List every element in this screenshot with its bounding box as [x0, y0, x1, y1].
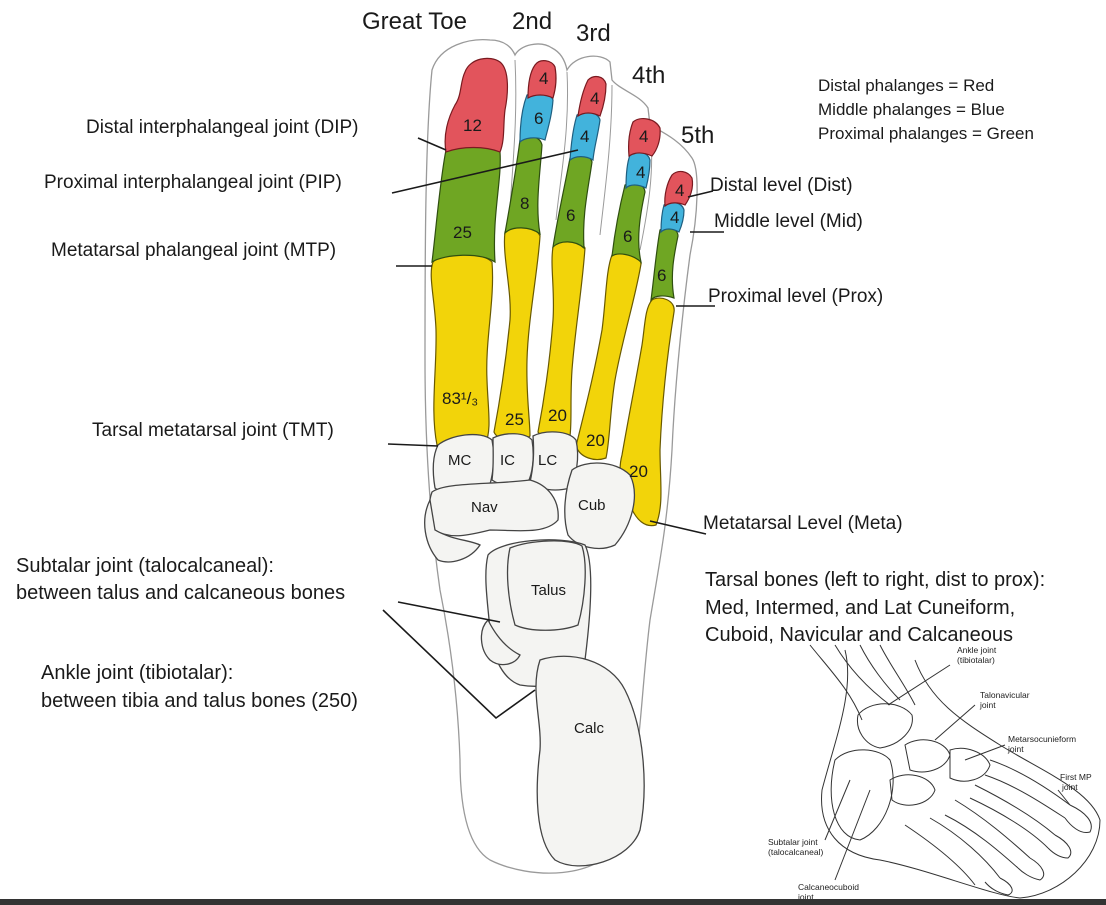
inset-toe-1: [1065, 805, 1091, 833]
tarsal-note-2: Med, Intermed, and Lat Cuneiform,: [705, 595, 1015, 621]
middle-phalanges: [520, 92, 684, 232]
inset-meta-2b: [970, 798, 1048, 848]
inset-meta-3b: [945, 815, 1018, 868]
label-dist-level: Distal level (Dist): [710, 175, 853, 197]
legend-distal: Distal phalanges = Red: [818, 74, 1034, 98]
label-mtp: Metatarsal phalangeal joint (MTP): [51, 240, 336, 262]
value-great-proximal: 25: [453, 223, 472, 242]
value-fourth-meta: 20: [586, 431, 605, 450]
leader-dip: [418, 138, 446, 150]
label-nav: Nav: [471, 499, 498, 516]
value-third-distal: 4: [590, 89, 599, 108]
value-second-proximal: 8: [520, 194, 529, 213]
legend-middle: Middle phalanges = Blue: [818, 98, 1034, 122]
label-pip: Proximal interphalangeal joint (PIP): [44, 172, 342, 194]
inset-leader-ankle: [888, 665, 950, 705]
tarsal-note-3: Cuboid, Navicular and Calcaneous: [705, 622, 1013, 648]
inset-ankle-label-2: (tibiotalar): [957, 655, 995, 665]
tarsal-note-1: Tarsal bones (left to right, dist to pro…: [705, 567, 1045, 593]
label-subtalar-2: between talus and calcaneous bones: [16, 580, 345, 606]
calcaneus: [536, 656, 644, 866]
toe-label-great: Great Toe: [362, 8, 467, 36]
metatarsal-1: [431, 254, 492, 451]
leader-subtalar: [398, 602, 500, 622]
label-ic: IC: [500, 452, 515, 469]
inset-foot-outline: [822, 650, 1100, 898]
inset-firstmp-label-1: First MP: [1060, 772, 1092, 782]
legend-proximal: Proximal phalanges = Green: [818, 122, 1034, 146]
tarsal-bones: [425, 432, 644, 866]
value-fourth-middle: 4: [636, 163, 645, 182]
inset-firstmp-label-2: joint: [1061, 782, 1078, 792]
bottom-border: [0, 899, 1106, 905]
leader-tmt: [388, 444, 438, 446]
inset-metarso-label-1: Metarsocunieform: [1008, 734, 1076, 744]
value-fifth-proximal: 6: [657, 266, 666, 285]
inset-leader-subtalar: [825, 780, 850, 840]
inset-labels: Ankle joint (tibiotalar) Talonavicular j…: [768, 645, 1092, 902]
label-dip: Distal interphalangeal joint (DIP): [86, 117, 358, 139]
toe-label-5th: 5th: [681, 122, 714, 150]
inset-talus: [857, 704, 912, 748]
inset-meta-4: [930, 818, 1000, 878]
value-fourth-distal: 4: [639, 127, 648, 146]
inset-heel: [831, 750, 893, 840]
inset-leader-talonav: [935, 705, 975, 740]
inset-meta-2: [975, 785, 1055, 835]
label-subtalar-1: Subtalar joint (talocalcaneal):: [16, 553, 274, 579]
label-ankle-2: between tibia and talus bones (250): [41, 688, 358, 714]
value-second-meta: 25: [505, 410, 524, 429]
inset-calcaneo-label-1: Calcaneocuboid: [798, 882, 859, 892]
metatarsal-2: [494, 226, 540, 441]
inset-tibia: [810, 645, 862, 720]
label-cub: Cub: [578, 497, 606, 514]
value-fifth-middle: 4: [670, 208, 679, 227]
inset-fibula-2: [880, 645, 915, 705]
value-fifth-meta: 20: [629, 462, 648, 481]
value-third-middle: 4: [580, 127, 589, 146]
value-fourth-proximal: 6: [623, 227, 632, 246]
label-lc: LC: [538, 452, 557, 469]
inset-metarso-label-2: joint: [1007, 744, 1024, 754]
inset-tibia-2: [835, 645, 890, 705]
proximal-4: [612, 183, 645, 262]
label-mid-level: Middle level (Mid): [714, 211, 863, 233]
value-second-distal: 4: [539, 69, 548, 88]
inset-meta-1: [990, 760, 1070, 805]
label-talus: Talus: [531, 582, 566, 599]
toe-label-4th: 4th: [632, 62, 665, 90]
distal-1: [445, 58, 507, 152]
label-calc: Calc: [574, 720, 605, 737]
inset-toe-3: [1018, 858, 1044, 880]
color-legend: Distal phalanges = Red Middle phalanges …: [818, 74, 1034, 146]
value-great-meta: 83¹/₃: [442, 389, 478, 408]
proximal-2: [505, 137, 542, 234]
inset-subtalar-label-2: (talocalcaneal): [768, 847, 823, 857]
value-great-distal: 12: [463, 116, 482, 135]
inset-ankle-sketch: [810, 645, 1100, 898]
value-third-meta: 20: [548, 406, 567, 425]
label-mc: MC: [448, 452, 471, 469]
inset-subtalar-label-1: Subtalar joint: [768, 837, 818, 847]
inset-fibula: [860, 645, 900, 700]
label-ankle-1: Ankle joint (tibiotalar):: [41, 660, 233, 686]
inset-navicular: [905, 740, 950, 772]
value-third-proximal: 6: [566, 206, 575, 225]
proximal-3: [553, 155, 592, 248]
label-tmt: Tarsal metatarsal joint (TMT): [92, 420, 334, 442]
inset-talonav-label-2: joint: [979, 700, 996, 710]
toe-label-2nd: 2nd: [512, 8, 552, 36]
value-fifth-distal: 4: [675, 181, 684, 200]
inset-toe-2: [1048, 835, 1071, 858]
inset-toe-4: [985, 878, 1012, 895]
leader-meta: [650, 521, 706, 534]
value-second-middle: 6: [534, 109, 543, 128]
label-prox-level: Proximal level (Prox): [708, 286, 883, 308]
proximal-1: [432, 146, 500, 262]
toe-label-3rd: 3rd: [576, 20, 611, 48]
inset-cuboid: [890, 775, 935, 805]
proximal-5: [651, 228, 678, 300]
label-meta-level: Metatarsal Level (Meta): [703, 513, 903, 535]
inset-talonav-label-1: Talonavicular: [980, 690, 1030, 700]
